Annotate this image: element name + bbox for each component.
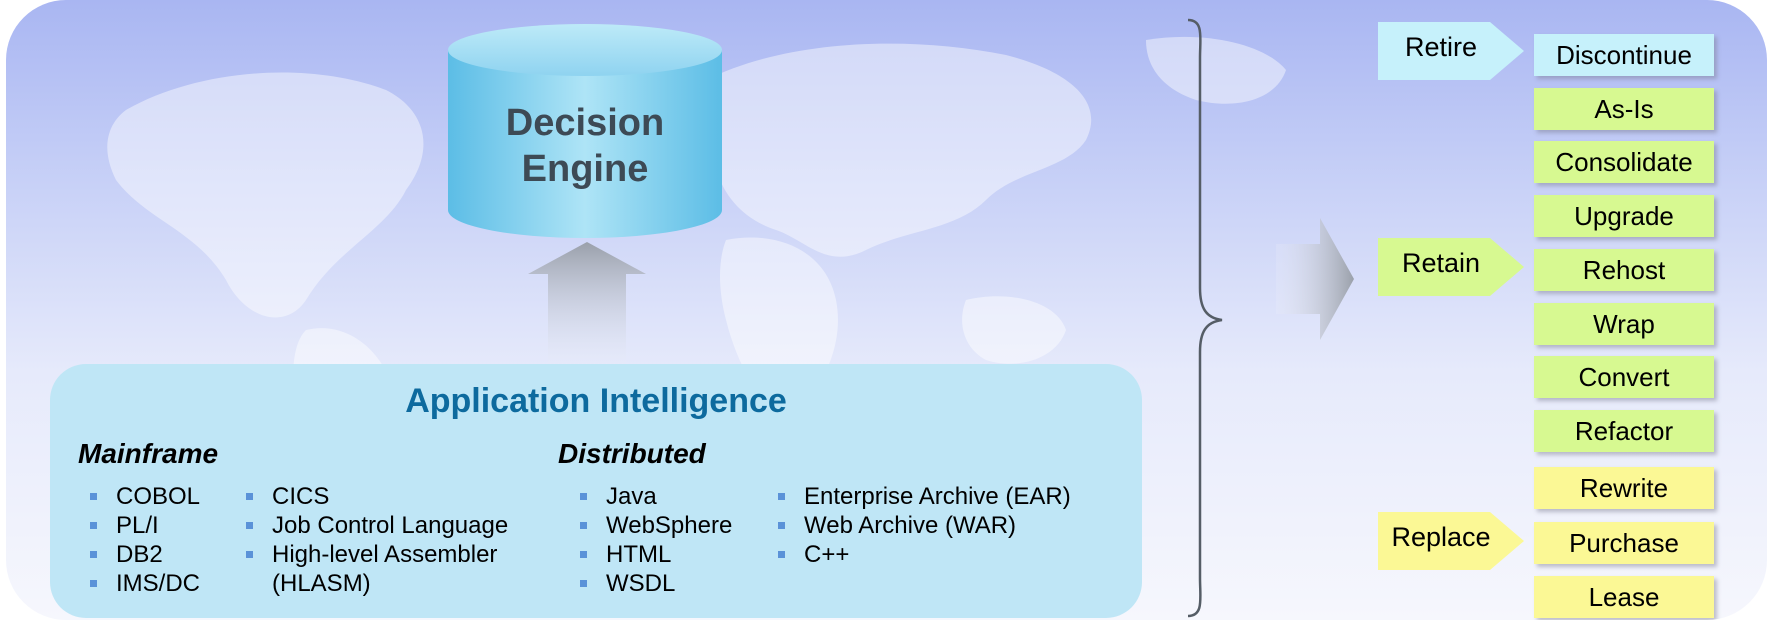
- action-convert: Convert: [1534, 356, 1714, 398]
- right-arrow-icon: [1276, 218, 1354, 340]
- application-intelligence-panel: Application Intelligence Mainframe COBOL…: [50, 364, 1142, 618]
- action-lease: Lease: [1534, 576, 1714, 618]
- list-item: IMS/DC: [90, 569, 200, 598]
- distributed-list-1: Java WebSphere HTML WSDL: [580, 482, 732, 598]
- action-consolidate: Consolidate: [1534, 141, 1714, 183]
- list-item: COBOL: [90, 482, 200, 511]
- action-rewrite: Rewrite: [1534, 467, 1714, 509]
- list-item: CICS: [246, 482, 508, 511]
- slide-background: Decision Engine Application Intelligence…: [6, 0, 1767, 620]
- list-item: WebSphere: [580, 511, 732, 540]
- distributed-list-2: Enterprise Archive (EAR) Web Archive (WA…: [778, 482, 1071, 569]
- distributed-heading: Distributed: [558, 438, 706, 469]
- list-item: HTML: [580, 540, 732, 569]
- decision-engine-cylinder: Decision Engine: [446, 22, 724, 240]
- retain-pentagon: [1378, 238, 1524, 296]
- action-discontinue: Discontinue: [1534, 34, 1714, 76]
- retire-label: Retire: [1404, 32, 1478, 62]
- list-item: Enterprise Archive (EAR): [778, 482, 1071, 511]
- retire-pentagon: [1378, 22, 1524, 80]
- mainframe-heading: Mainframe: [78, 438, 219, 469]
- list-item: Java: [580, 482, 732, 511]
- decision-engine-label: Decision Engine: [505, 102, 665, 190]
- action-rehost: Rehost: [1534, 249, 1714, 291]
- list-item: DB2: [90, 540, 200, 569]
- list-item: High-level Assembler: [246, 540, 508, 569]
- action-as-is: As-Is: [1534, 88, 1714, 130]
- curly-brace: [1187, 18, 1223, 618]
- list-item: PL/I: [90, 511, 200, 540]
- list-item-continuation: (HLASM): [272, 570, 371, 597]
- replace-pentagon: [1378, 512, 1524, 570]
- list-item: Web Archive (WAR): [778, 511, 1071, 540]
- app-intel-title: Application Intelligence: [405, 382, 787, 420]
- list-item: C++: [778, 540, 1071, 569]
- action-upgrade: Upgrade: [1534, 195, 1714, 237]
- replace-label: Replace: [1391, 522, 1491, 552]
- up-arrow-icon: [528, 242, 646, 364]
- action-wrap: Wrap: [1534, 303, 1714, 345]
- list-item: Job Control Language: [246, 511, 508, 540]
- cylinder-shape: [448, 24, 722, 238]
- mainframe-list-1: COBOL PL/I DB2 IMS/DC: [90, 482, 200, 598]
- action-refactor: Refactor: [1534, 410, 1714, 452]
- retain-label: Retain: [1401, 248, 1481, 278]
- list-item: WSDL: [580, 569, 732, 598]
- action-purchase: Purchase: [1534, 522, 1714, 564]
- mainframe-list-2: CICS Job Control Language High-level Ass…: [246, 482, 508, 598]
